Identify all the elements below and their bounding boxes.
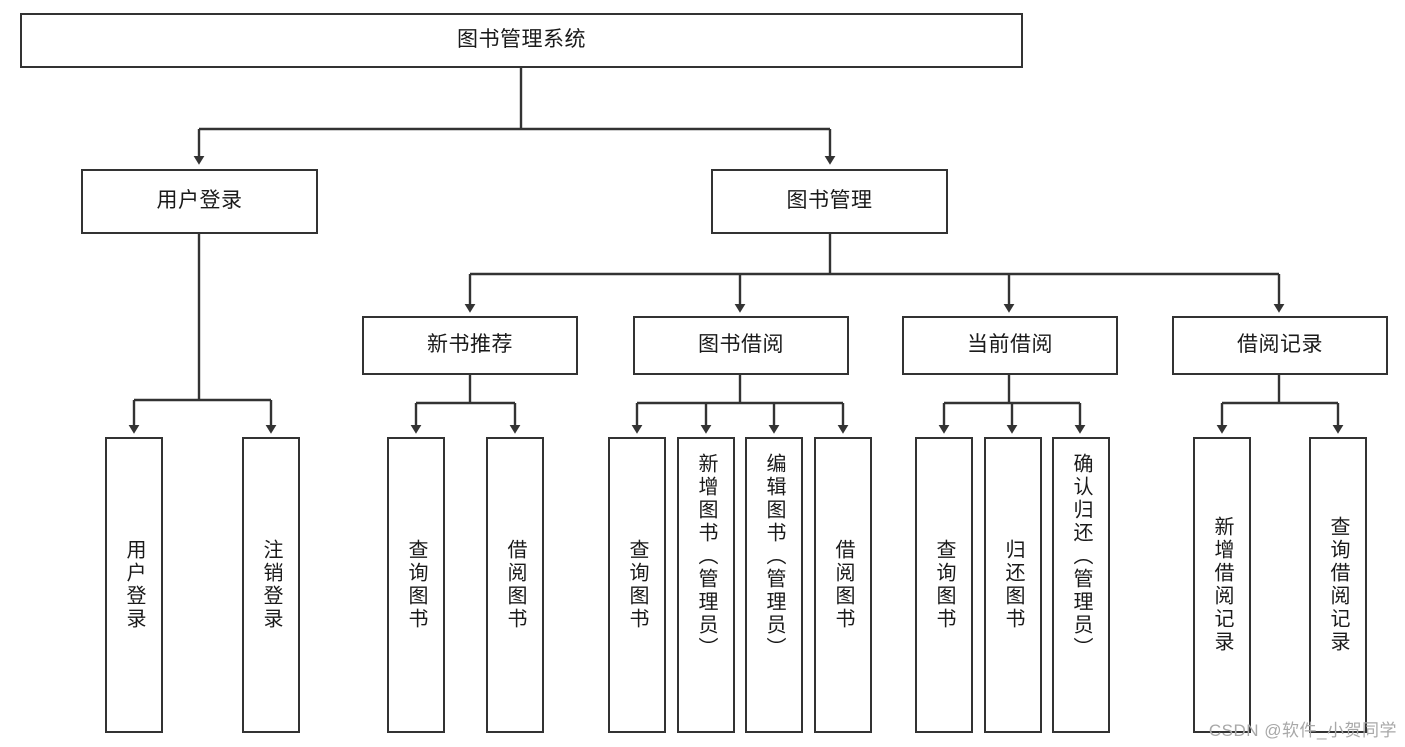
node-book-borrow[interactable]: 图书借阅: [633, 316, 849, 375]
node-label: 用户登录: [123, 539, 145, 631]
node-label: 用户登录: [156, 189, 243, 213]
node-label: 借阅图书: [832, 539, 854, 631]
node-label: 借阅记录: [1237, 333, 1323, 357]
node-leaf-borrow-book[interactable]: 借阅图书: [814, 437, 872, 733]
node-borrow-record[interactable]: 借阅记录: [1172, 316, 1388, 375]
node-label: 确认归还（管理员）: [1070, 453, 1092, 660]
node-leaf-user-login[interactable]: 用户登录: [105, 437, 163, 733]
node-leaf-query-book-borrow[interactable]: 查询图书: [608, 437, 666, 733]
node-leaf-return-book[interactable]: 归还图书: [984, 437, 1042, 733]
node-label: 新书推荐: [427, 333, 513, 357]
node-label: 查询图书: [405, 539, 427, 631]
node-label: 查询图书: [933, 539, 955, 631]
node-label: 新增图书（管理员）: [695, 453, 717, 660]
node-leaf-query-book-recommend[interactable]: 查询图书: [387, 437, 445, 733]
node-label: 图书管理: [786, 189, 873, 213]
node-leaf-edit-book-admin[interactable]: 编辑图书（管理员）: [745, 437, 803, 733]
node-root-library-system[interactable]: 图书管理系统: [20, 13, 1023, 68]
node-label: 编辑图书（管理员）: [763, 453, 785, 660]
node-label: 图书借阅: [698, 333, 784, 357]
node-label: 新增借阅记录: [1211, 516, 1233, 654]
node-new-book-recommend[interactable]: 新书推荐: [362, 316, 578, 375]
node-leaf-query-borrow-record[interactable]: 查询借阅记录: [1309, 437, 1367, 733]
node-book-management[interactable]: 图书管理: [711, 169, 948, 234]
node-leaf-confirm-return-admin[interactable]: 确认归还（管理员）: [1052, 437, 1110, 733]
node-label: 当前借阅: [967, 333, 1053, 357]
node-label: 查询借阅记录: [1327, 516, 1349, 654]
node-user-login[interactable]: 用户登录: [81, 169, 318, 234]
node-leaf-borrow-book-recommend[interactable]: 借阅图书: [486, 437, 544, 733]
node-label: 借阅图书: [504, 539, 526, 631]
node-leaf-logout[interactable]: 注销登录: [242, 437, 300, 733]
watermark-text: CSDN @软件_小贺同学: [1208, 721, 1397, 740]
node-label: 注销登录: [260, 539, 282, 631]
node-leaf-add-borrow-record[interactable]: 新增借阅记录: [1193, 437, 1251, 733]
node-label: 查询图书: [626, 539, 648, 631]
node-current-borrow[interactable]: 当前借阅: [902, 316, 1118, 375]
node-label: 归还图书: [1002, 539, 1024, 631]
node-leaf-query-book-current[interactable]: 查询图书: [915, 437, 973, 733]
node-label: 图书管理系统: [457, 28, 586, 52]
node-leaf-add-book-admin[interactable]: 新增图书（管理员）: [677, 437, 735, 733]
